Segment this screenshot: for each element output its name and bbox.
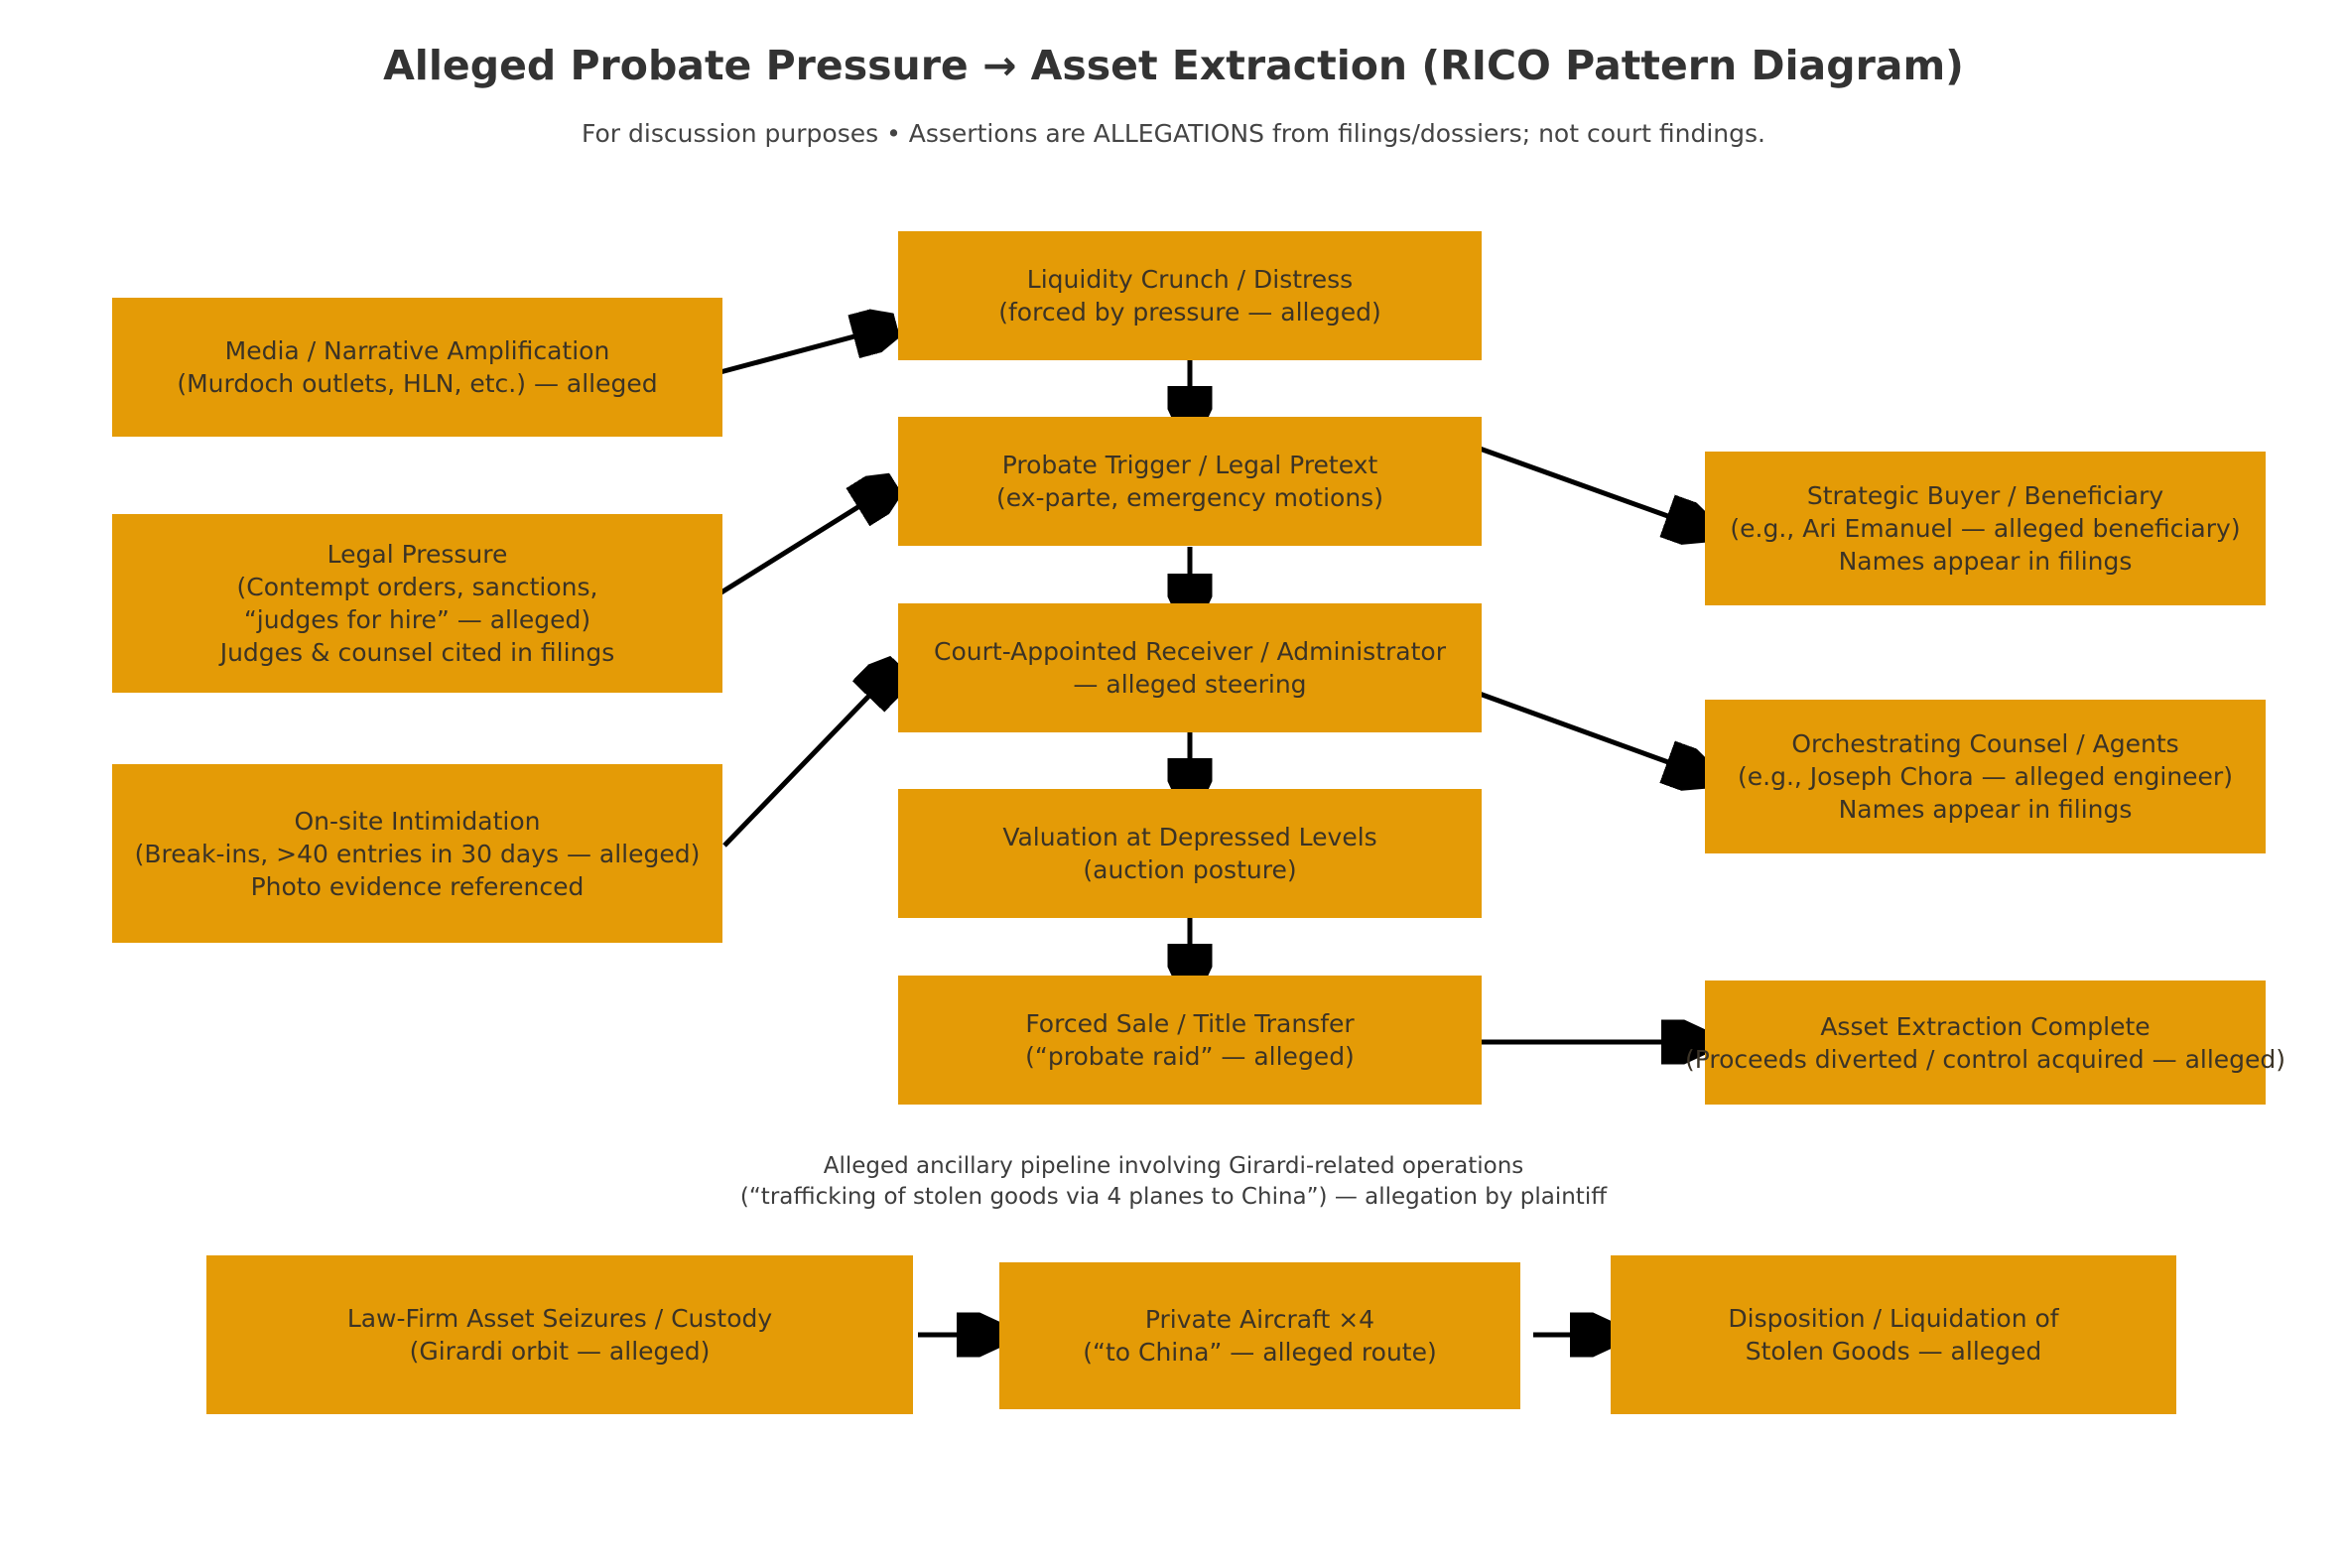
ancillary-pipeline-caption: Alleged ancillary pipeline involving Gir…	[739, 1153, 1608, 1210]
node-label: On-site Intimidation (Break-ins, >40 ent…	[134, 806, 701, 901]
node-label: Media / Narrative Amplification (Murdoch…	[177, 336, 658, 398]
node-probate-trigger-legal-pretext[interactable]: Probate Trigger / Legal Pretext (ex-part…	[898, 417, 1482, 546]
edge-legalpressure-to-probatetrigger	[715, 488, 888, 598]
node-media-narrative-amplification[interactable]: Media / Narrative Amplification (Murdoch…	[112, 298, 722, 437]
node-label: Private Aircraft ×4 (“to China” — allege…	[1083, 1305, 1437, 1367]
node-label: Legal Pressure (Contempt orders, sanctio…	[219, 540, 615, 667]
edge-media-to-liquidity	[716, 327, 888, 376]
node-label: Forced Sale / Title Transfer (“probate r…	[1025, 1009, 1355, 1071]
edge-probatetrigger-to-strategicbuyer	[1454, 437, 1701, 528]
edge-receiver-to-counsel	[1454, 682, 1701, 774]
node-label: Asset Extraction Complete (Proceeds dive…	[1684, 1011, 2286, 1074]
page-title: Alleged Probate Pressure → Asset Extract…	[383, 42, 1964, 89]
node-court-appointed-receiver[interactable]: Court-Appointed Receiver / Administrator…	[898, 603, 1482, 732]
page-subtitle: For discussion purposes • Assertions are…	[582, 119, 1765, 148]
node-orchestrating-counsel-agents[interactable]: Orchestrating Counsel / Agents (e.g., Jo…	[1705, 700, 2266, 853]
node-label: Probate Trigger / Legal Pretext (ex-part…	[996, 451, 1383, 512]
node-liquidity-crunch-distress[interactable]: Liquidity Crunch / Distress (forced by p…	[898, 231, 1482, 360]
node-label: Court-Appointed Receiver / Administrator…	[934, 637, 1446, 699]
node-private-aircraft[interactable]: Private Aircraft ×4 (“to China” — allege…	[999, 1262, 1520, 1409]
node-label: Liquidity Crunch / Distress (forced by p…	[998, 265, 1381, 327]
node-disposition-liquidation[interactable]: Disposition / Liquidation of Stolen Good…	[1611, 1255, 2176, 1414]
node-label: Disposition / Liquidation of Stolen Good…	[1728, 1304, 2059, 1366]
node-strategic-buyer-beneficiary[interactable]: Strategic Buyer / Beneficiary (e.g., Ari…	[1705, 452, 2266, 605]
node-label: Orchestrating Counsel / Agents (e.g., Jo…	[1738, 729, 2233, 824]
node-law-firm-asset-seizures[interactable]: Law-Firm Asset Seizures / Custody (Girar…	[206, 1255, 913, 1414]
node-forced-sale-title-transfer[interactable]: Forced Sale / Title Transfer (“probate r…	[898, 976, 1482, 1105]
node-onsite-intimidation[interactable]: On-site Intimidation (Break-ins, >40 ent…	[112, 764, 722, 943]
node-label: Valuation at Depressed Levels (auction p…	[1002, 823, 1377, 884]
node-label: Law-Firm Asset Seizures / Custody (Girar…	[346, 1304, 773, 1366]
node-legal-pressure[interactable]: Legal Pressure (Contempt orders, sanctio…	[112, 514, 722, 693]
edge-intimidation-to-receiver	[722, 671, 893, 848]
node-asset-extraction-complete[interactable]: Asset Extraction Complete (Proceeds dive…	[1685, 980, 2285, 1105]
node-label: Strategic Buyer / Beneficiary (e.g., Ari…	[1730, 481, 2241, 576]
node-valuation-depressed-levels[interactable]: Valuation at Depressed Levels (auction p…	[898, 789, 1482, 918]
